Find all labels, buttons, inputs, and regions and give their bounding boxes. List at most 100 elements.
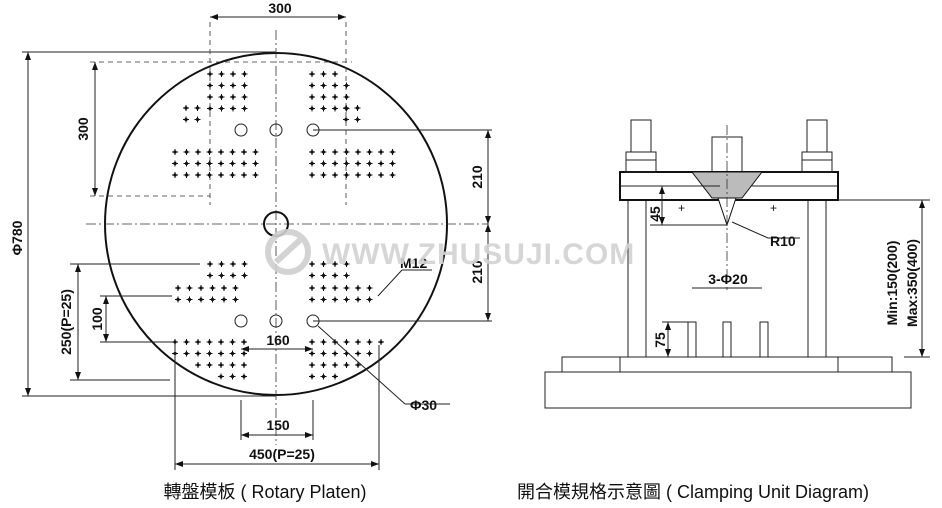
dim-3phi20: 3-Φ20 [708,271,748,287]
tapped-hole [209,296,216,303]
tapped-hole [230,71,236,77]
tapped-hole [309,82,315,89]
mount-hole [269,123,283,137]
tapped-hole [218,339,224,345]
tapped-hole [230,261,236,267]
watermark-logo-icon [265,229,311,275]
tapped-hole [195,149,201,155]
tapped-hole [389,149,396,155]
tapped-hole [320,94,327,100]
ejector-pin [722,321,732,358]
tapped-hole [241,373,247,380]
svg-text:+: + [678,201,685,215]
tapped-hole [343,339,350,345]
tapped-hole [343,82,350,89]
tapped-hole [355,296,361,303]
tapped-hole [332,71,338,77]
tapped-hole [175,285,181,291]
tapped-hole-pattern [172,71,396,380]
ejector-pin [759,321,769,358]
tapped-hole [309,362,315,368]
tapped-hole [366,172,373,178]
tapped-hole [230,105,236,112]
tapped-hole [355,172,361,178]
tapped-hole [206,160,213,167]
tapped-hole [218,160,224,167]
tapped-hole [209,285,216,291]
tapped-hole [172,339,178,345]
tapped-hole [355,149,361,155]
tapped-hole [230,94,236,100]
dim-210-upper: 210 [469,165,485,189]
tapped-hole [186,296,193,303]
tapped-hole [355,350,361,357]
tapped-hole [218,105,225,112]
clamping-caption: 開合模規格示意圖 ( Clamping Unit Diagram) [517,482,869,502]
dim-250: 250(P=25) [58,289,74,355]
tapped-hole [241,261,248,267]
tapped-hole [207,272,213,279]
dim-450: 450(P=25) [249,446,315,462]
tapped-hole [320,362,327,368]
tapped-hole [207,82,213,89]
tapped-hole [332,296,338,303]
tapped-hole [332,350,338,357]
tapped-hole [332,105,338,112]
tapped-hole [229,350,236,357]
tapped-hole [343,116,349,123]
tapped-hole [309,71,315,77]
tapped-hole [355,160,361,167]
tapped-hole [320,272,327,279]
tapped-hole [221,285,227,291]
tapped-hole [355,285,361,291]
dim-150: 150 [266,417,290,433]
tapped-hole [183,172,190,178]
rotary-caption: 轉盤模板 ( Rotary Platen) [163,482,366,502]
tapped-hole [320,160,327,167]
tapped-hole [241,94,248,100]
dim-m12: M12 [400,255,427,271]
tapped-hole [309,296,315,303]
tapped-hole [183,105,189,111]
tapped-hole [309,272,315,279]
tapped-hole [198,285,204,291]
dim-phi30: Φ30 [410,397,437,413]
tapped-hole [241,272,248,279]
ejector-pin [687,321,697,358]
tapped-hole [195,350,201,357]
tapped-hole [332,272,338,279]
mount-hole [234,123,248,137]
tapped-hole [332,94,338,100]
tapped-hole [241,160,247,167]
mount-hole [269,314,283,328]
tapped-hole [252,160,259,167]
tapped-hole [183,160,190,167]
base-plate [561,356,893,373]
tapped-hole [241,172,247,178]
tapped-hole [354,105,361,111]
tapped-hole [172,172,178,178]
tapped-hole [320,172,327,178]
watermark-text: WWW.ZHUSUJI.COM [322,238,635,271]
tapped-hole [206,172,213,178]
tapped-hole [343,296,350,303]
tapped-hole [218,362,224,368]
tapped-hole [172,160,178,167]
tapped-hole [183,149,190,155]
dim-210-lower: 210 [469,260,485,284]
tapped-hole [366,285,373,291]
tapped-hole [309,373,315,380]
tapped-hole [366,350,373,357]
dim-100: 100 [89,307,105,331]
svg-text:+: + [770,201,777,215]
tapped-hole [332,285,338,291]
tapped-hole [206,149,213,155]
tapped-hole [241,71,248,77]
tapped-hole [332,160,338,167]
tapped-hole [309,160,315,167]
tapped-hole [183,116,189,123]
tapped-hole [378,149,384,155]
tapped-hole [218,272,225,279]
dim-160: 160 [266,332,290,348]
tapped-hole [183,339,190,345]
